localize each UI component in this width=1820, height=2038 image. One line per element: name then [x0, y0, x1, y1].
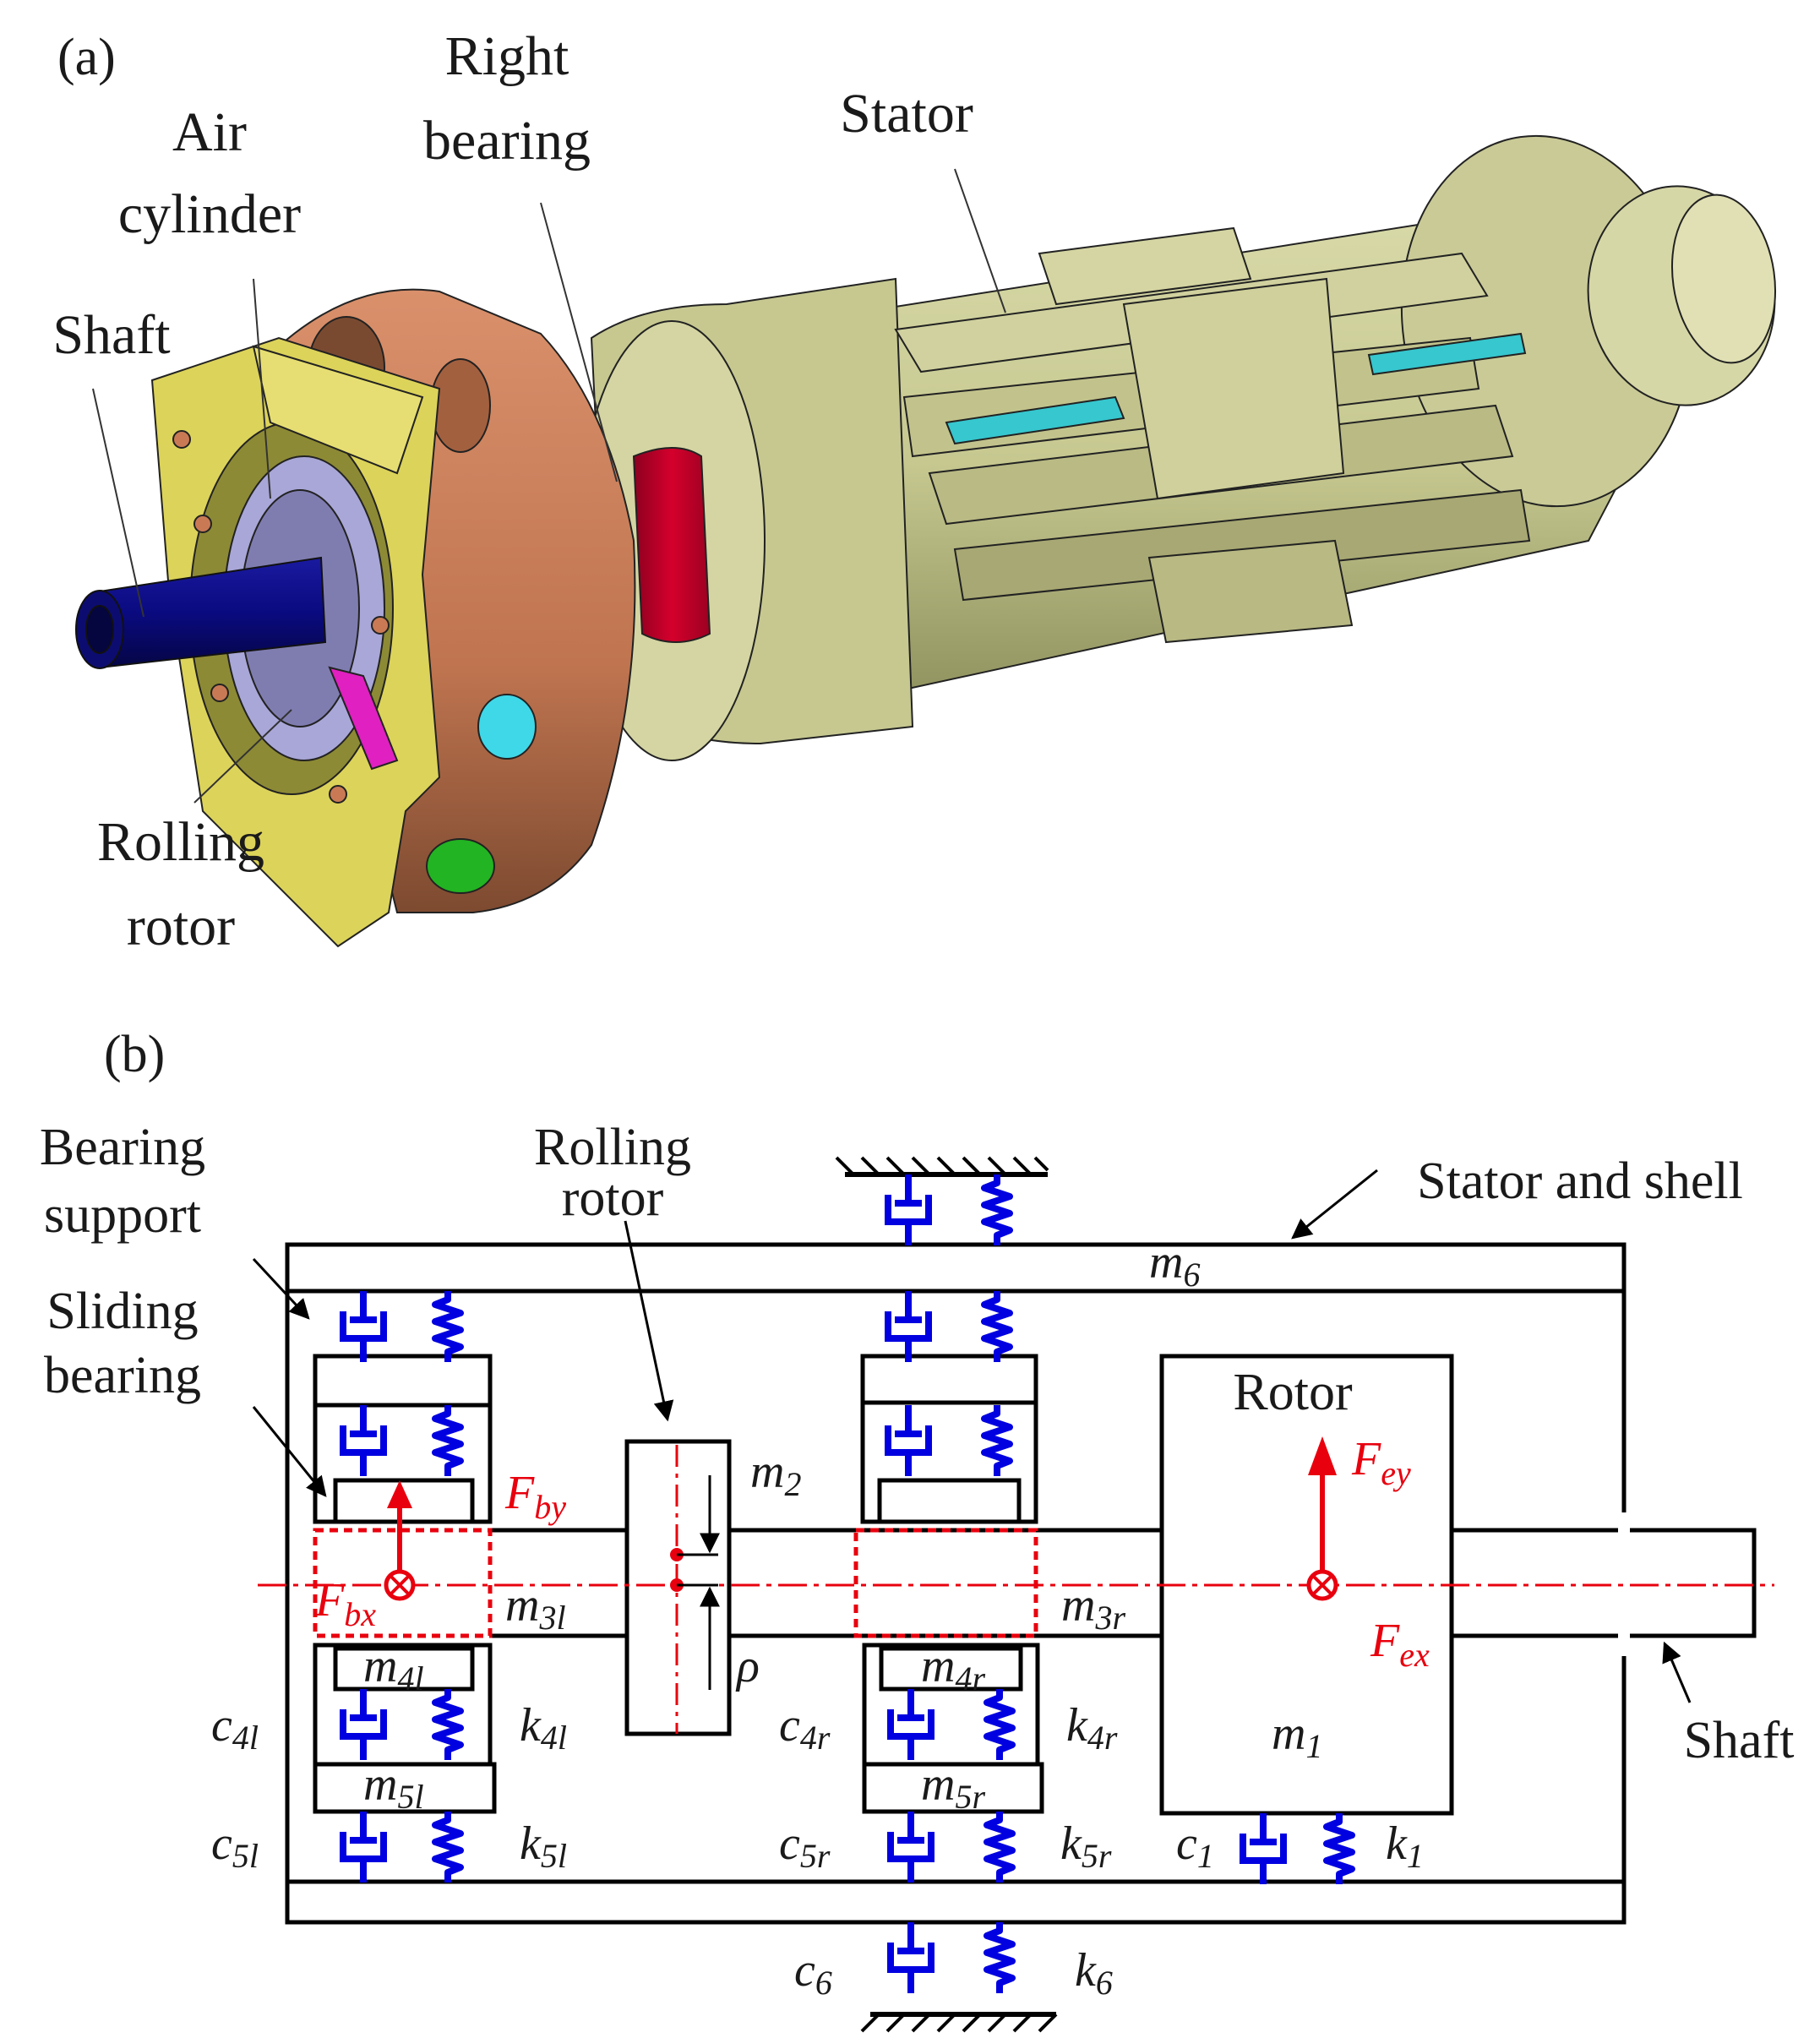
- c6-label: c6: [794, 1944, 832, 2002]
- damper-icon: [888, 1291, 929, 1362]
- leader-lines-a: [92, 168, 1006, 804]
- stator-label: Stator: [840, 83, 973, 144]
- right-bearing-label-line2: bearing: [423, 110, 591, 172]
- shaft-label-b: Shaft: [1684, 1712, 1795, 1769]
- k5l-label: k5l: [520, 1817, 567, 1875]
- callout-arrows-b: [252, 1169, 1692, 1703]
- air-cylinder-label-line2: cylinder: [118, 183, 301, 245]
- stator-shell-label: Stator and shell: [1417, 1153, 1743, 1210]
- damper-icon: [1243, 1813, 1283, 1884]
- force-fby-label: Fby: [504, 1467, 566, 1526]
- force-fbx-label: Fbx: [314, 1574, 376, 1633]
- k5r-label: k5r: [1060, 1817, 1112, 1875]
- mass-m1-label: m1: [1272, 1708, 1322, 1765]
- mass-m3r-label: m3r: [1061, 1579, 1125, 1637]
- shaft-rod: [490, 1245, 1757, 1922]
- mass-m6-label: m6: [1149, 1236, 1200, 1294]
- ground-top: [835, 1156, 1049, 1177]
- air-cylinder-label-line1: Air: [172, 101, 247, 163]
- stator-body: [578, 134, 1777, 761]
- spring-icon: [987, 1812, 1012, 1883]
- damper-icon: [888, 1174, 929, 1245]
- mass-m2-label: m2: [750, 1446, 801, 1503]
- c4r-label: c4r: [779, 1699, 831, 1757]
- k6-label: k6: [1075, 1944, 1113, 2002]
- spring-icon: [435, 1291, 460, 1362]
- force-fex-label: Fex: [1370, 1615, 1430, 1674]
- damper-icon: [891, 1812, 931, 1883]
- damper-icon: [343, 1812, 384, 1883]
- rolling-rotor-label-line1-a: Rolling: [97, 811, 264, 873]
- rotor-suspension: [1243, 1813, 1352, 1884]
- spring-icon: [984, 1291, 1010, 1362]
- spring-icon: [435, 1812, 460, 1883]
- mass-m4l-label: m4l: [363, 1640, 424, 1697]
- rolling-rotor-label-line2-b: rotor: [562, 1169, 664, 1227]
- k1-label: k1: [1386, 1817, 1424, 1875]
- k4r-label: k4r: [1066, 1699, 1118, 1757]
- ground-bottom: [860, 2012, 1058, 2033]
- sliding-bearing-label-line2: bearing: [44, 1347, 201, 1404]
- panel-b-schematic: (b): [40, 1026, 1795, 2033]
- c4l-label: c4l: [211, 1699, 259, 1757]
- right-bearing-part: [632, 447, 711, 643]
- c1-label: c1: [1176, 1817, 1214, 1875]
- mass-m4r-label: m4r: [921, 1640, 985, 1697]
- mass-m3l-label: m3l: [505, 1579, 566, 1637]
- rolling-rotor-label-line1-b: Rolling: [534, 1119, 691, 1176]
- rotor-label: Rotor: [1233, 1364, 1353, 1421]
- journal-m3l-box: [313, 1528, 493, 1638]
- bearing-support-label-line1: Bearing: [40, 1119, 205, 1176]
- c5r-label: c5r: [779, 1817, 831, 1875]
- k4l-label: k4l: [520, 1699, 567, 1757]
- right-bearing-stack: [860, 1354, 1044, 1814]
- force-arrows: [384, 1436, 1338, 1601]
- mass-m5r-label: m5r: [921, 1758, 985, 1816]
- damper-icon: [343, 1291, 384, 1362]
- mass-m5l-label: m5l: [363, 1758, 424, 1816]
- right-bearing-label-line1: Right: [445, 25, 569, 87]
- journal-m3r-box: [853, 1528, 1038, 1638]
- panel-a-label: (a): [57, 29, 116, 86]
- rho-label: ρ: [735, 1640, 760, 1692]
- spring-icon: [984, 1174, 1010, 1245]
- shaft-part: [75, 556, 327, 669]
- damper-icon: [891, 1922, 931, 1993]
- bearing-support-label-line2: support: [44, 1186, 201, 1244]
- panel-b-label: (b): [104, 1026, 165, 1083]
- spring-icon: [987, 1922, 1012, 1993]
- force-fey-label: Fey: [1351, 1433, 1411, 1492]
- panel-a-model: (a) Air cylinder Right bearing Stator Sh…: [52, 25, 1777, 957]
- spring-icon: [1327, 1813, 1352, 1884]
- eccentricity-rho: [670, 1475, 720, 1690]
- rolling-rotor-label-line2-a: rotor: [127, 896, 235, 957]
- c5l-label: c5l: [211, 1817, 259, 1875]
- sliding-bearing-label-line1: Sliding: [46, 1283, 198, 1340]
- shaft-label-a: Shaft: [52, 304, 170, 366]
